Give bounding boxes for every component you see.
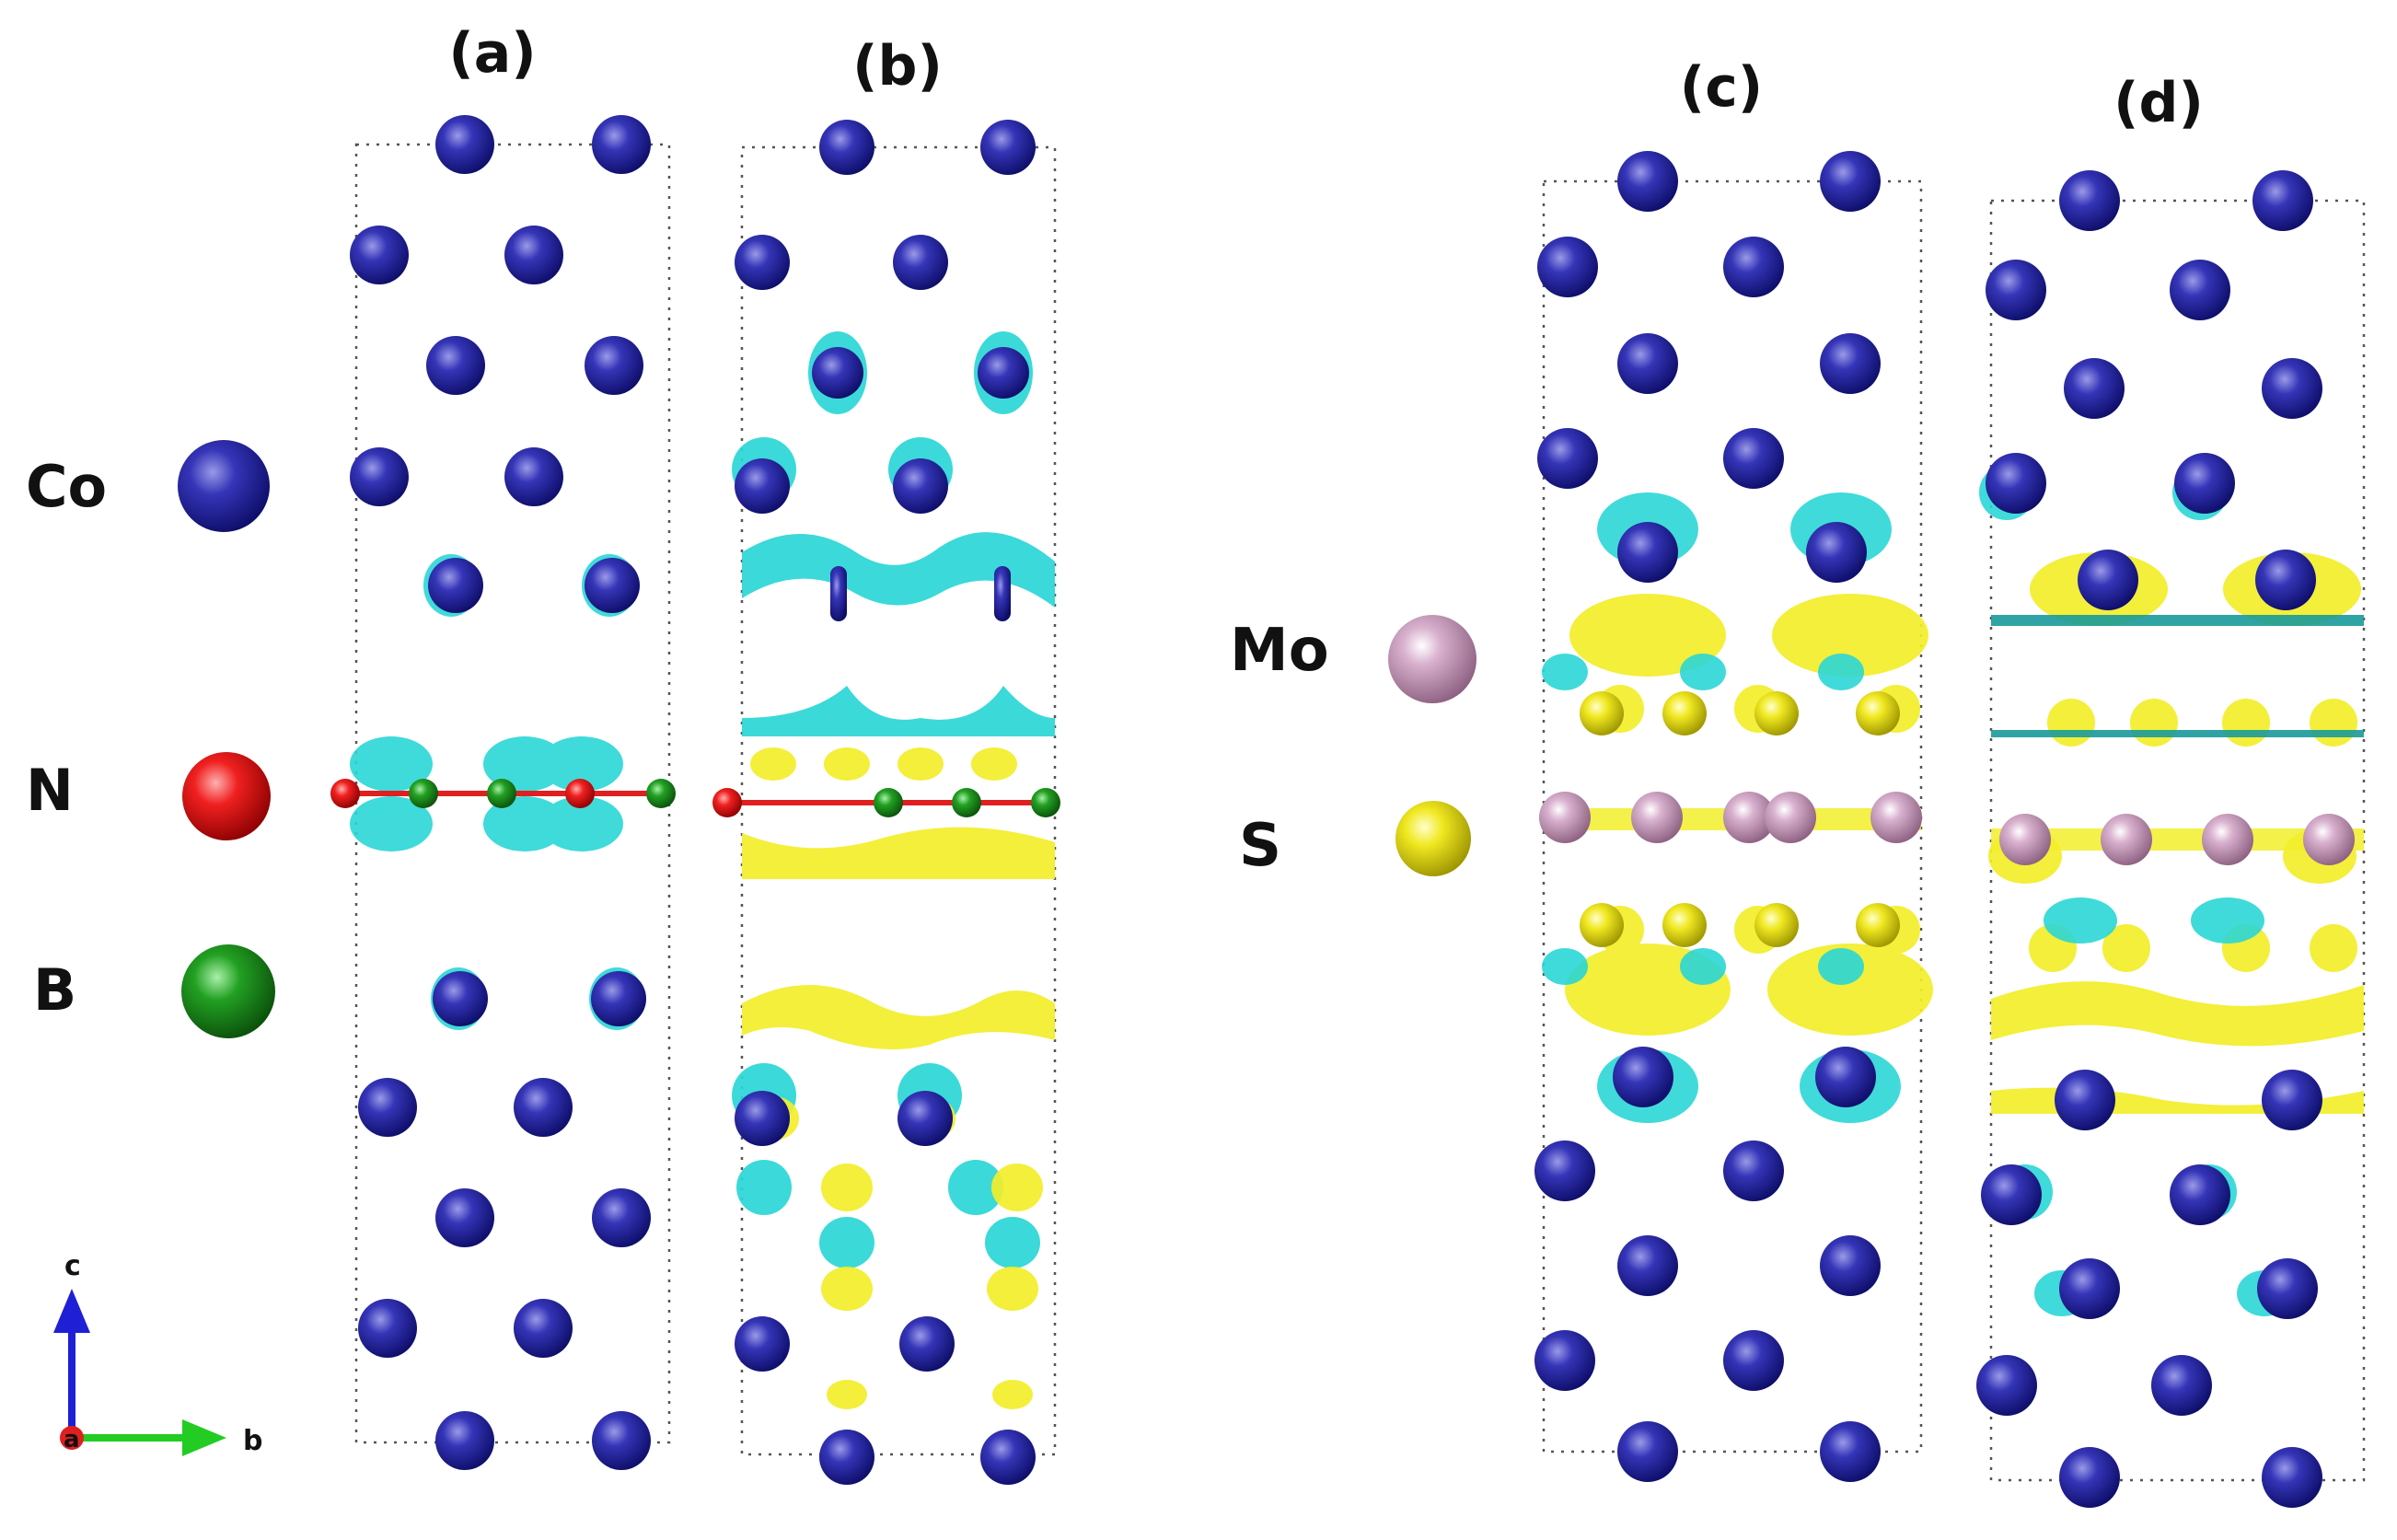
legend-b-atom (181, 944, 275, 1038)
panel-label-c: (c) (1680, 55, 1763, 120)
co-atoms-c (1534, 151, 1881, 1482)
bn-sheet-a (330, 779, 676, 808)
mos2-layer-d (1991, 814, 2364, 865)
co-atoms-a (350, 115, 651, 1470)
axis-label-b: b (243, 1425, 262, 1457)
legend-right: Mo S (1230, 615, 1476, 880)
legend-mo-atom (1388, 615, 1476, 703)
co-atoms-b (735, 120, 1036, 1485)
legend-label-mo: Mo (1230, 617, 1329, 685)
panel-c (1534, 151, 1933, 1482)
accumulation-regions-b (742, 747, 1055, 1409)
legend-label-co: Co (26, 453, 107, 520)
co-atoms-d (1976, 170, 2322, 1508)
panel-d (1976, 170, 2366, 1508)
axis-label-a: a (64, 1426, 80, 1453)
panel-a (330, 115, 676, 1470)
panel-label-d: (d) (2113, 71, 2204, 135)
legend-s-atom (1395, 801, 1471, 876)
panel-label-b: (b) (852, 34, 943, 98)
legend-left: Co N B (26, 440, 275, 1038)
panel-b (712, 120, 1060, 1485)
bn-sheet-b (712, 788, 1060, 817)
axis-triad: c b a (53, 1250, 262, 1457)
legend-label-s: S (1239, 812, 1281, 880)
axis-label-c: c (64, 1250, 81, 1282)
legend-n-atom (182, 752, 271, 840)
mos2-layer-c (1539, 792, 1922, 843)
legend-label-b: B (33, 956, 76, 1024)
legend-label-n: N (26, 757, 74, 824)
panel-label-a: (a) (448, 21, 536, 86)
legend-co-atom (178, 440, 270, 532)
s-atoms-c (1580, 691, 1900, 947)
